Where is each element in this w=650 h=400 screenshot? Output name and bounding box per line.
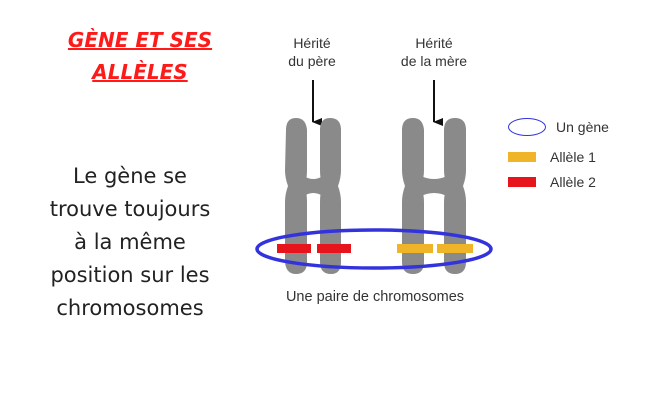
legend-allele-2: Allèle 2 — [508, 172, 596, 192]
father-label-line-1: Hérité — [293, 35, 331, 51]
legend-allele-1: Allèle 1 — [508, 147, 596, 167]
father-label-line-2: du père — [288, 53, 336, 69]
legend-gene: Un gène — [508, 117, 609, 137]
mother-label-line-1: Hérité — [415, 35, 453, 51]
description-line: Le gène se — [73, 164, 187, 188]
allele-2-swatch — [508, 177, 536, 187]
father-label: Hérité du père — [262, 34, 362, 70]
father-centromere — [304, 176, 323, 196]
legend-allele-2-label: Allèle 2 — [550, 174, 596, 190]
allele-1-band — [397, 244, 433, 253]
description-text: Le gène se trouve toujours à la même pos… — [30, 160, 230, 325]
legend-gene-label: Un gène — [556, 119, 609, 135]
title-line-1: GÈNE ET SES — [67, 28, 213, 52]
page-title: GÈNE ET SES ALLÈLES — [40, 24, 240, 88]
description-line: position sur les — [50, 263, 210, 287]
legend-allele-1-label: Allèle 1 — [550, 149, 596, 165]
gene-outline-swatch — [508, 118, 546, 136]
allele-1-swatch — [508, 152, 536, 162]
diagram-caption: Une paire de chromosomes — [285, 289, 465, 305]
allele-2-band — [277, 244, 311, 253]
description-line: à la même — [74, 230, 186, 254]
gene-locus-ellipse — [255, 228, 493, 270]
mother-centromere — [421, 176, 447, 196]
father-chromatid-right — [320, 118, 341, 274]
mother-chromatid-left — [402, 118, 424, 274]
mother-label-line-2: de la mère — [400, 53, 468, 69]
description-line: chromosomes — [56, 296, 204, 320]
allele-1-band — [437, 244, 473, 253]
description-line: trouve toujours — [49, 197, 211, 221]
allele-2-band — [317, 244, 351, 253]
mother-label: Hérité de la mère — [384, 34, 484, 70]
title-line-2: ALLÈLES — [92, 60, 188, 84]
